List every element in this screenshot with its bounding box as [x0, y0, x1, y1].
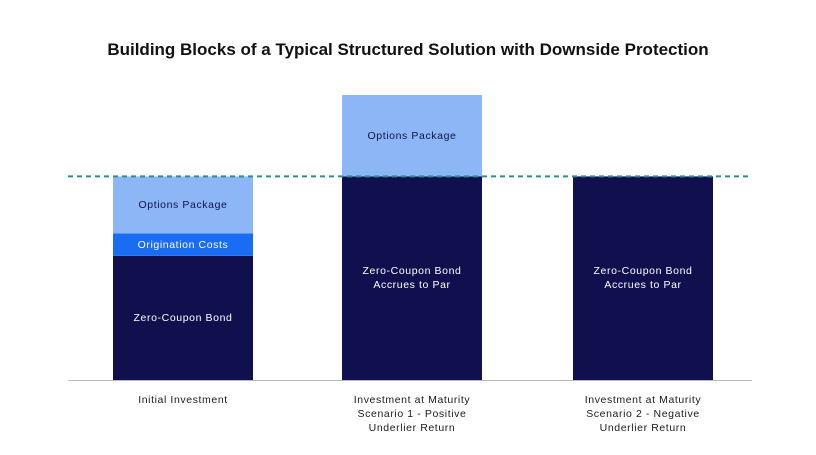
- category-label: Investment at Maturity Scenario 1 - Posi…: [353, 394, 471, 434]
- bar-1-segment-origination-costs: [113, 233, 253, 256]
- bar-2-segment-zero-coupon-bond-accrues-to-par: [342, 176, 482, 380]
- segment-label: Origination Costs: [137, 238, 229, 251]
- bar-1-segment-zero-coupon-bond: [113, 255, 253, 380]
- category-label: Investment at Maturity Scenario 2 - Nega…: [584, 394, 702, 434]
- segment-label: Options Package: [138, 198, 228, 211]
- segment-label: Zero-Coupon Bond Accrues to Par: [362, 265, 462, 292]
- segment-label: Options Package: [367, 129, 457, 142]
- bar-2-segment-options-package: [342, 95, 482, 177]
- segment-label: Zero-Coupon Bond Accrues to Par: [593, 265, 693, 292]
- chart-title: Building Blocks of a Typical Structured …: [107, 40, 709, 59]
- segment-label: Zero-Coupon Bond: [133, 311, 233, 324]
- bar-3-segment-zero-coupon-bond-accrues-to-par: [573, 176, 713, 380]
- category-label: Initial Investment: [138, 394, 228, 406]
- bar-1-segment-options-package: [113, 176, 253, 234]
